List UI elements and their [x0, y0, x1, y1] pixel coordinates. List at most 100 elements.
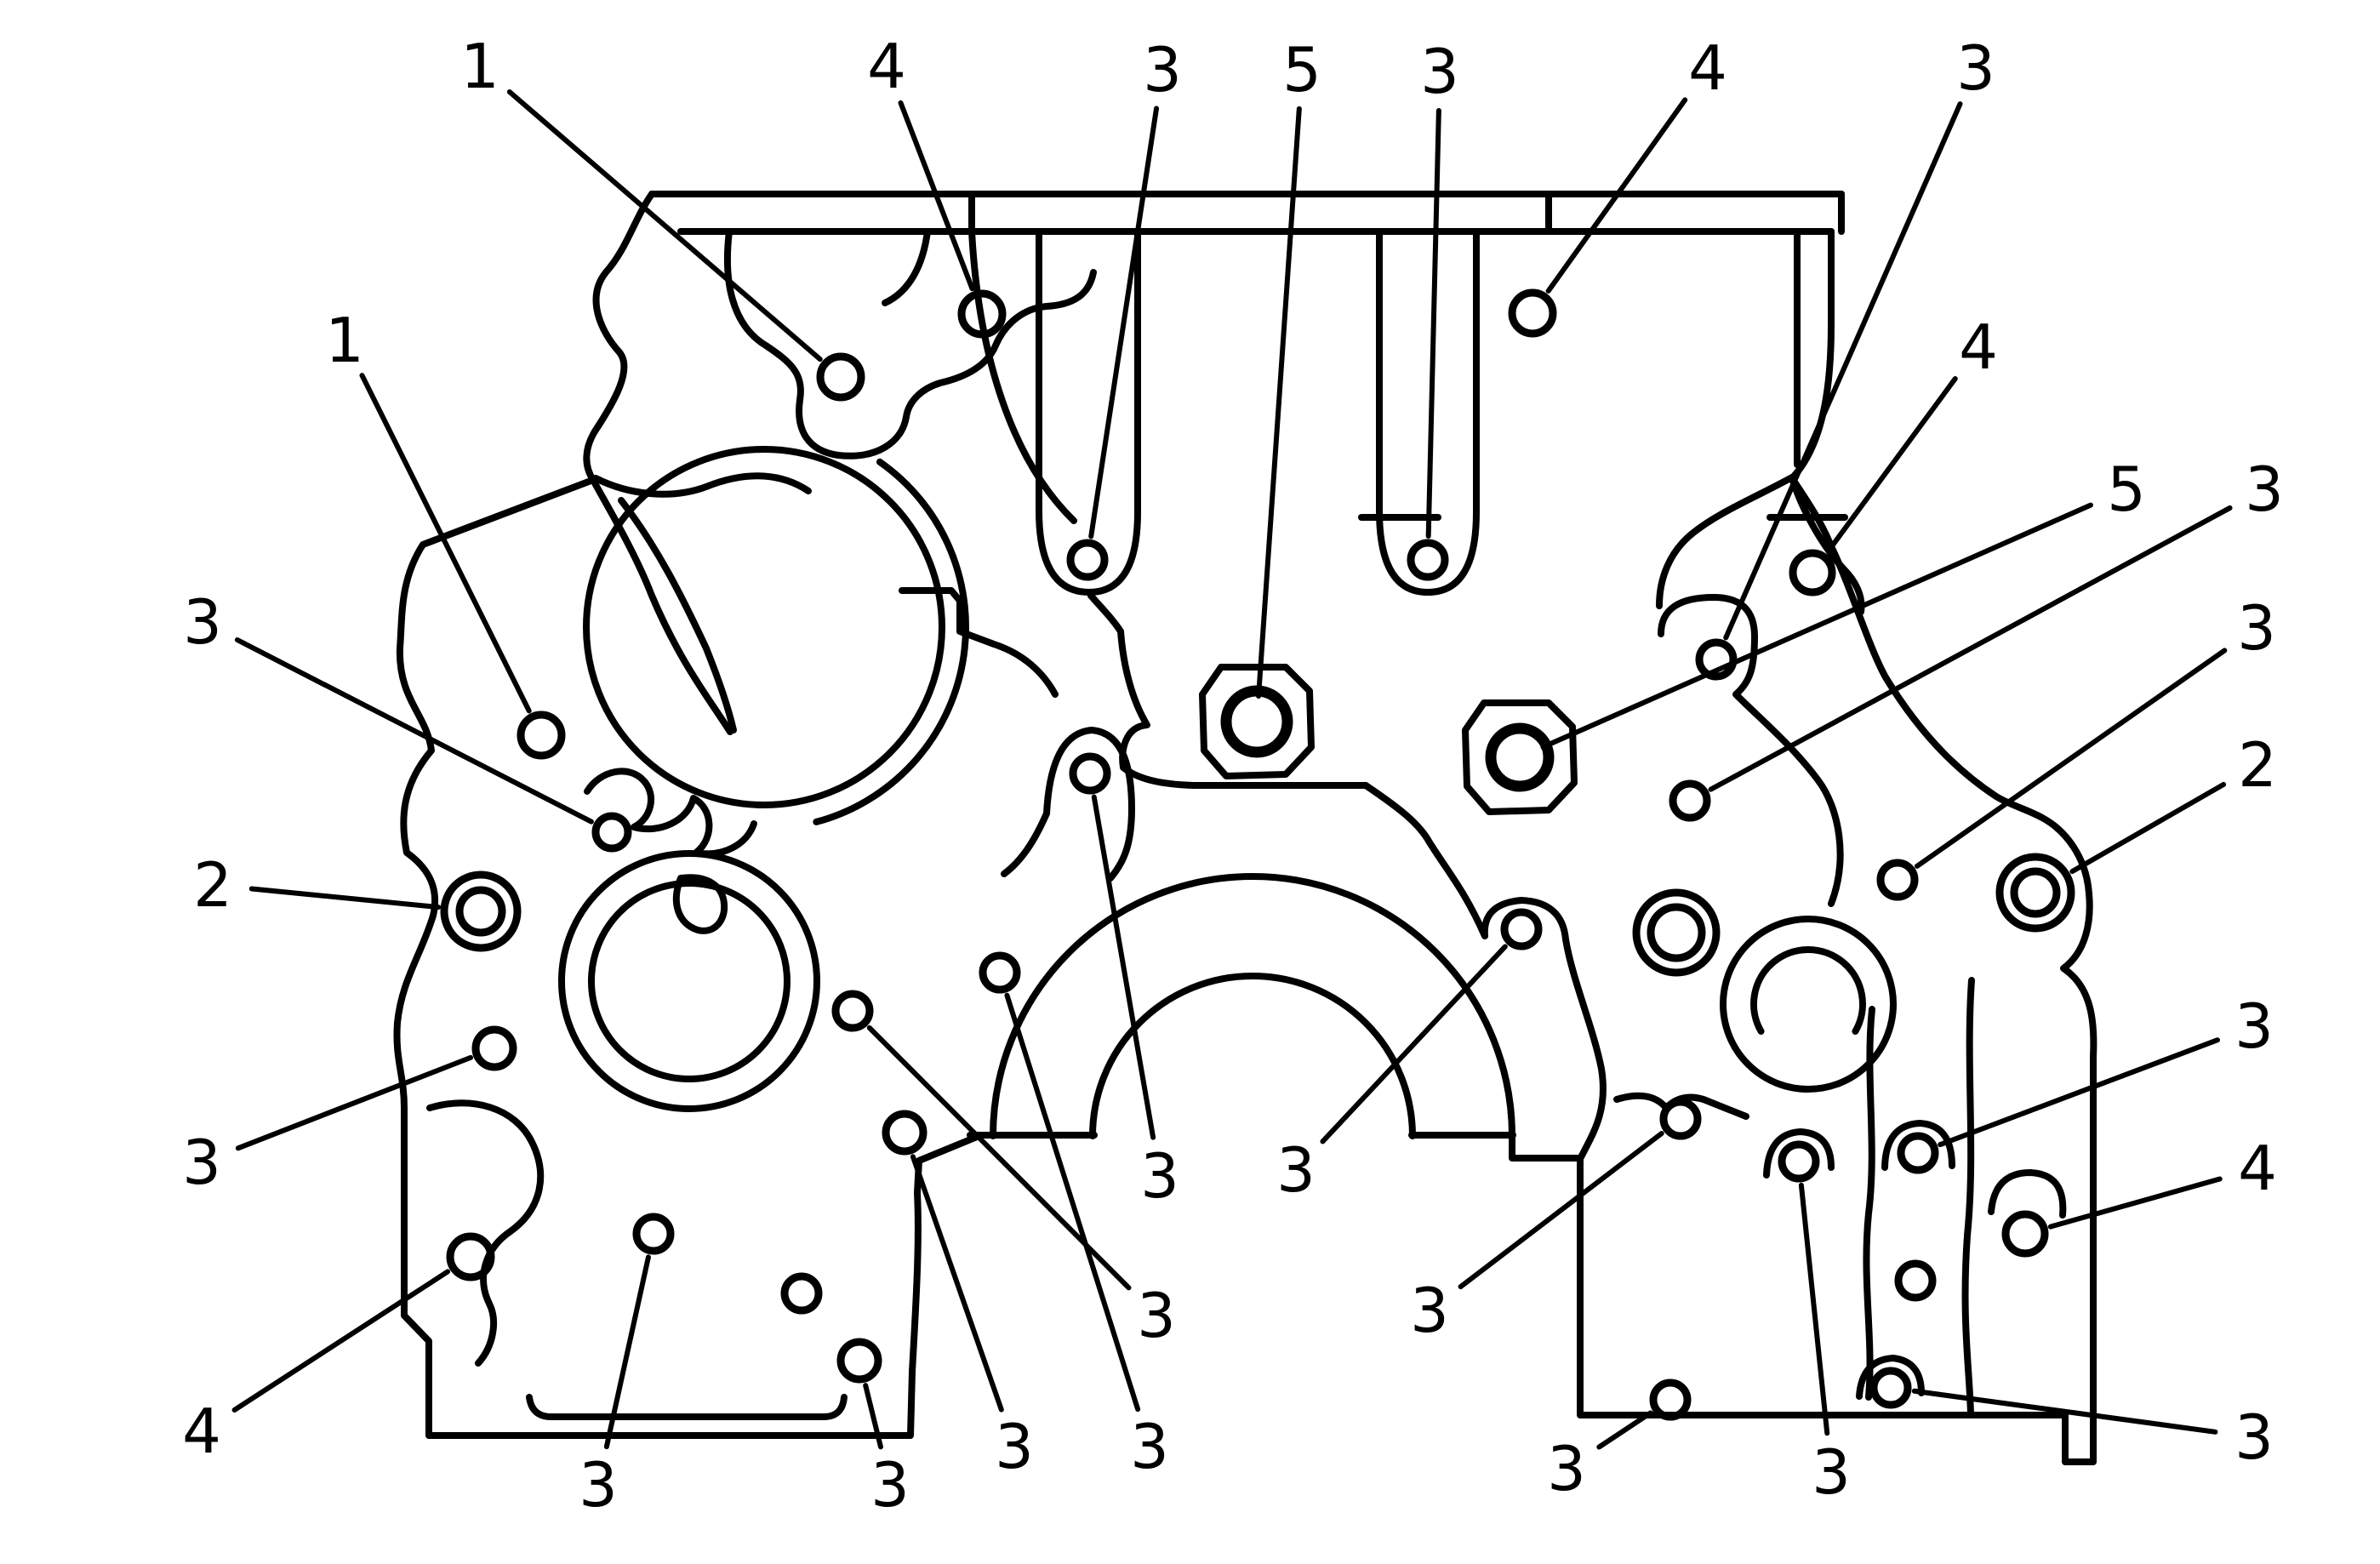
callout-21-value-3: 3: [579, 1213, 675, 1521]
callout-leader: [1088, 106, 1160, 539]
callout-hole-circle: [471, 1025, 517, 1071]
callout-hole-circle: [979, 951, 1021, 994]
callout-label: 3: [2234, 990, 2274, 1062]
callout-hole-circle: [831, 990, 874, 1032]
left-outline: [393, 191, 980, 1439]
callout-label: 1: [325, 305, 364, 376]
callout-26-value-3: 3: [1069, 752, 1179, 1212]
callout-leader: [1540, 502, 2093, 750]
callout-leader: [1091, 794, 1156, 1140]
callout-18-value-2: 2: [193, 849, 442, 921]
callout-label: 3: [995, 1411, 1034, 1482]
callout-hole-circle: [1508, 288, 1557, 338]
callout-5-value-3: 3: [1407, 36, 1459, 581]
bolt-pocket-left: [1036, 228, 1141, 596]
callout-17-value-3: 3: [183, 586, 632, 853]
callout-label: 3: [1130, 1411, 1169, 1482]
unlabeled-hole-2: [1894, 1259, 1937, 1302]
callout-hole-circle: [1066, 539, 1109, 581]
crank-outer-arc: [990, 873, 1515, 1139]
callout-hole-circle: [1869, 1367, 1912, 1409]
callout-label: 2: [2238, 729, 2277, 801]
callout-leader: [359, 373, 532, 714]
callout-label: 1: [460, 31, 499, 102]
water-pump-cavity: [583, 446, 945, 808]
callout-leader: [910, 1154, 1004, 1413]
callout-hole-circle: [1695, 638, 1738, 681]
callout-hole-circle: [836, 1338, 882, 1384]
callout-label: 3: [183, 586, 222, 658]
callout-label: 4: [2238, 1133, 2277, 1204]
callout-hole-circle: [1659, 1098, 1702, 1140]
hex-shelf-top-join: [1087, 592, 1124, 635]
cover-sweep-outer: [590, 477, 733, 735]
callout-hole-circle: [632, 1213, 675, 1255]
right-outline: [1509, 228, 2097, 1465]
boss-layer: [440, 446, 2075, 1315]
callout-leader: [248, 886, 442, 910]
oil-pump-rotor: [588, 880, 790, 1082]
callout-label: 3: [1812, 1436, 1851, 1508]
callout-label: 4: [1959, 311, 1998, 383]
callout-label: 3: [1956, 32, 1995, 104]
callout-leader: [898, 100, 975, 292]
callout-hole-circle: [1778, 1140, 1820, 1183]
dowel-boss-left-inner: [455, 886, 506, 937]
upper-right-pocket: [1658, 594, 1844, 907]
callout-leader: [234, 637, 594, 825]
cover-sweep-inner: [618, 497, 737, 733]
right-bore-inner-arc: [1750, 946, 1866, 1035]
callout-label: 5: [2107, 454, 2146, 525]
callout-label: 3: [1276, 1134, 1316, 1206]
callout-hole-circle: [1500, 908, 1543, 950]
jacket-below: [592, 472, 812, 498]
callout-label: 3: [1420, 36, 1459, 107]
callout-label: 3: [1410, 1275, 1449, 1346]
callout-1-value-1: 1: [460, 31, 865, 402]
step-above-crank: [899, 587, 1059, 698]
callout-leader: [603, 1254, 651, 1450]
callout-hole-circle: [2001, 1210, 2049, 1258]
hex-boss-left-outline: [1199, 664, 1315, 779]
callout-16-value-1: 1: [325, 305, 566, 760]
callout-leader: [1911, 1388, 2218, 1435]
callout-hole-circle: [1897, 1132, 1939, 1174]
hex-boss-right-outline: [1462, 699, 1578, 815]
callout-leader: [866, 1025, 1132, 1291]
callout-hole-circle: [1876, 859, 1919, 901]
hex-shelf-left-wall: [1117, 628, 1197, 789]
callout-hole-circle: [591, 812, 632, 853]
oil-pump-housing: [558, 850, 820, 1112]
callout-label: 3: [579, 1449, 618, 1521]
boss-center-right-inner: [1647, 903, 1706, 962]
callout-23-value-3: 3: [882, 1110, 1034, 1482]
callout-label: 3: [1547, 1433, 1586, 1504]
callout-leader: [231, 1269, 451, 1413]
callout-leader: [1825, 376, 1958, 555]
boss-edge-right: [1362, 782, 1607, 1161]
callout-label: 5: [1282, 34, 1321, 106]
hex-boss-left-ring: [1220, 685, 1293, 758]
callout-25-value-3: 3: [831, 990, 1176, 1351]
right-wall-s-curve: [1789, 475, 1865, 615]
foot-inner-line: [1961, 977, 1975, 1418]
callout-hole-circle: [1069, 752, 1111, 795]
callout-11-value-3: 3: [1876, 592, 2276, 901]
callout-14-value-4: 4: [2001, 1133, 2277, 1258]
callout-3-value-3: 3: [1066, 34, 1182, 581]
callout-29-value-3: 3: [1547, 1378, 1692, 1504]
callout-leader: [1545, 97, 1688, 294]
callout-hole-circle: [446, 1232, 495, 1281]
callout-9-value-5: 5: [1540, 454, 2146, 750]
callout-hole-circle: [1649, 1378, 1692, 1421]
unlabeled-hole-1: [780, 1272, 823, 1315]
callout-8-value-4: 4: [1789, 311, 1998, 596]
callout-19-value-3: 3: [182, 1025, 517, 1198]
valley-left-edge: [968, 228, 1077, 524]
callout-leader: [235, 1054, 474, 1151]
callout-20-value-4: 4: [182, 1232, 495, 1467]
callout-hole-circle: [1407, 539, 1449, 581]
callout-leader: [2069, 781, 2227, 875]
valley-right-edge: [1656, 474, 1795, 609]
